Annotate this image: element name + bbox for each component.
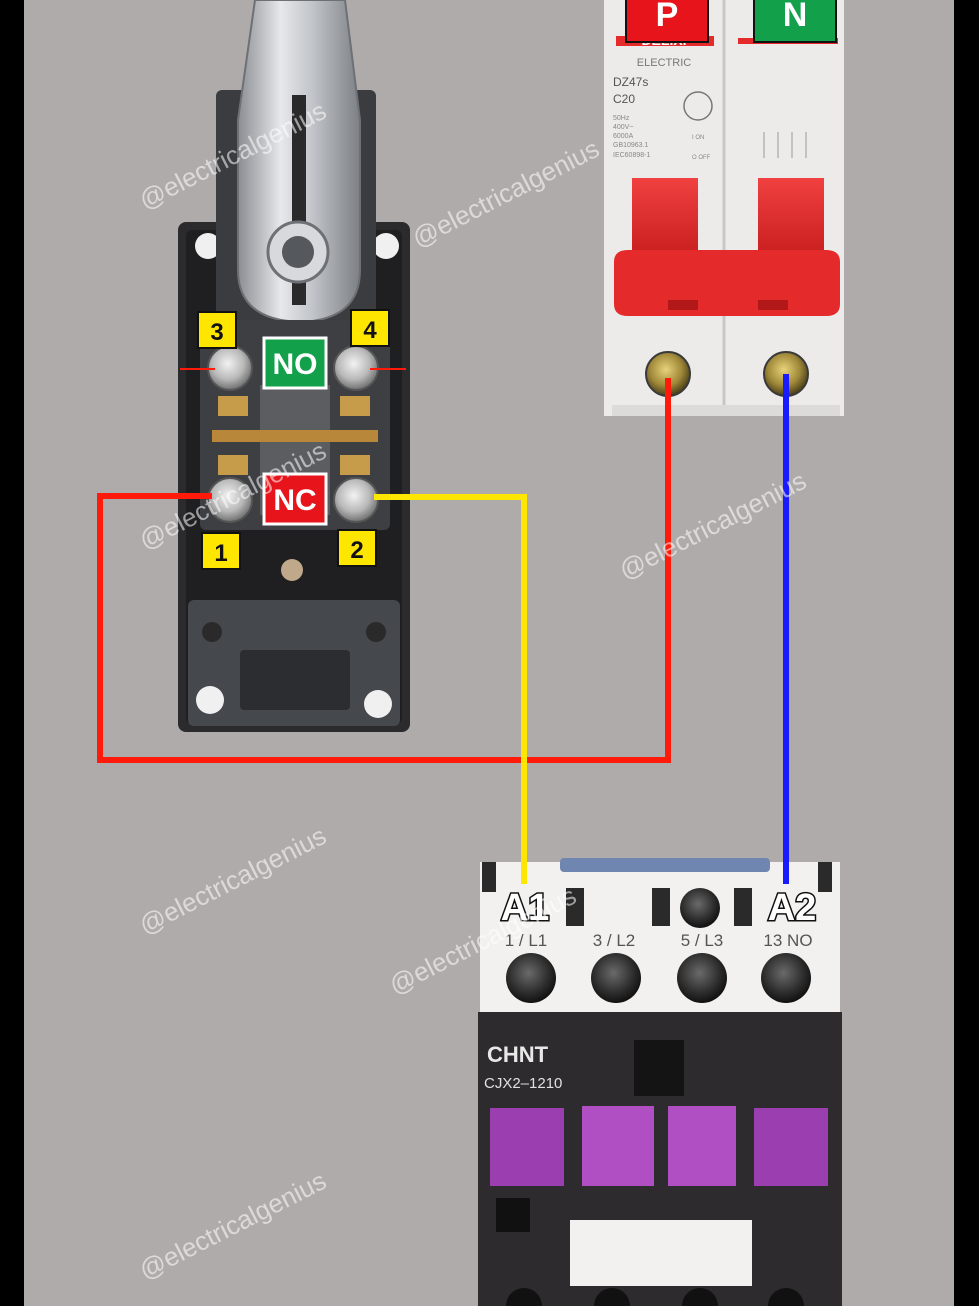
contactor-window-1	[490, 1108, 564, 1186]
contactor: A1 A2 1 / L1 3 / L2 5 / L3 13 NO CHNT CJ…	[478, 858, 842, 1306]
breaker-toggle-left[interactable]	[632, 178, 698, 258]
no-contact-label: NO	[262, 336, 328, 390]
mount-hole-top-right	[373, 233, 399, 259]
phase-label: P	[625, 0, 709, 43]
breaker-spec-lines: 50Hz 400V~ 6000A GB10963.1 IEC60898-1	[613, 115, 650, 159]
limit-switch: 3 4 1 2 NO NC	[178, 0, 410, 732]
contactor-terminal-label-l3: 5 / L3	[681, 931, 724, 950]
terminal-label-2: 2	[337, 529, 377, 567]
neutral-label: N	[753, 0, 837, 43]
breaker-spec-line: GB10963.1	[613, 142, 649, 149]
breaker-rating: C20	[613, 92, 635, 106]
breaker-brand-sub: ELECTRIC	[637, 57, 691, 69]
breaker-spec-line: 6000A	[613, 133, 634, 140]
terminal-label-1-text: 1	[214, 540, 227, 567]
terminal-label-4: 4	[350, 309, 390, 347]
breaker-model: DZ47s	[613, 75, 648, 89]
terminal-label-3: 3	[197, 311, 237, 349]
contactor-screw-l3[interactable]	[677, 953, 727, 1003]
contactor-window-4	[754, 1108, 828, 1186]
terminal-screw-2[interactable]	[333, 477, 379, 523]
mount-hole-bottom-left	[196, 686, 224, 714]
wires	[97, 374, 789, 884]
breaker-spec-line: 400V~	[613, 124, 633, 131]
contactor-screw-l2[interactable]	[591, 953, 641, 1003]
contactor-coil-screw[interactable]	[680, 888, 720, 928]
terminal-label-2-text: 2	[350, 537, 363, 564]
no-contact-label-text: NO	[273, 348, 318, 381]
circuit-breaker: DELIXI ELECTRIC DZ47s C20 50Hz 400V~ 600…	[604, 0, 844, 416]
contactor-window-2	[582, 1106, 654, 1186]
breaker-toggle-right[interactable]	[758, 178, 824, 258]
breaker-handle-bar[interactable]	[614, 250, 840, 316]
nc-contact-label-text: NC	[273, 484, 316, 517]
breaker-spec-line: IEC60898-1	[613, 152, 650, 159]
neutral-label-text: N	[783, 0, 808, 34]
coil-terminal-a2-label: A2	[768, 887, 817, 929]
contactor-terminal-label-l1: 1 / L1	[505, 931, 548, 950]
terminal-screw-1[interactable]	[207, 477, 253, 523]
terminal-label-1: 1	[201, 532, 241, 570]
mount-hole-bottom-right	[364, 690, 392, 718]
breaker-terminal-diagram-icon	[763, 132, 807, 158]
ccc-mark-icon	[683, 91, 713, 121]
contactor-brand: CHNT	[487, 1042, 549, 1067]
mount-hole-top-left	[195, 233, 221, 259]
contactor-terminal-label-13no: 13 NO	[763, 931, 812, 950]
contactor-terminal-label-l2: 3 / L2	[593, 931, 636, 950]
phase-label-text: P	[656, 0, 679, 34]
phase-wire-red	[97, 378, 671, 763]
nc-contact-label: NC	[262, 472, 328, 526]
breaker-on-text: I ON	[692, 135, 704, 141]
contactor-window-3	[668, 1106, 736, 1186]
breaker-spec-line: 50Hz	[613, 115, 630, 122]
coil-terminal-a1-label: A1	[501, 887, 550, 929]
contactor-screw-13no[interactable]	[761, 953, 811, 1003]
control-wire-yellow	[374, 494, 527, 884]
contactor-screw-l1[interactable]	[506, 953, 556, 1003]
terminal-label-4-text: 4	[363, 317, 377, 344]
breaker-off-text: O OFF	[692, 155, 711, 161]
terminal-label-3-text: 3	[210, 319, 223, 346]
contactor-model: CJX2–1210	[484, 1075, 562, 1092]
